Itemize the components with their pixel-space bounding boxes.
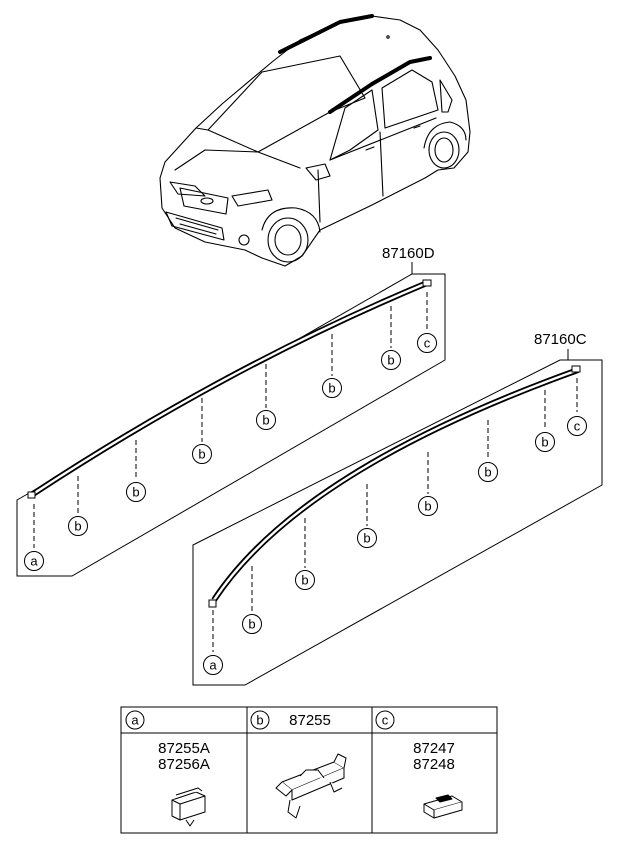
svg-text:a: a — [30, 554, 38, 569]
legend-table: a 87255A 87256A b 87255 — [120, 706, 498, 834]
legend-part-number: 87256A — [158, 756, 210, 773]
svg-text:b: b — [541, 435, 548, 450]
legend-column-b: b 87255 — [250, 710, 347, 819]
callout-b: b — [192, 444, 212, 464]
callout-b: b — [478, 462, 498, 482]
callout-b: b — [418, 496, 438, 516]
callout-b: b — [256, 410, 276, 430]
legend-key-c: c — [375, 710, 395, 730]
svg-text:b: b — [424, 499, 431, 514]
svg-text:b: b — [74, 519, 81, 534]
legend-part-number: 87255A — [158, 740, 210, 757]
clip-b-illustration — [275, 753, 347, 819]
callout-b: b — [68, 516, 88, 536]
callout-b: b — [295, 570, 315, 590]
legend-column-c: c 87247 87248 — [375, 710, 463, 819]
callout-c: c — [417, 333, 437, 353]
svg-text:b: b — [198, 447, 205, 462]
clip-a-illustration — [171, 787, 206, 827]
svg-text:b: b — [387, 353, 394, 368]
legend-part-number: 87248 — [413, 756, 455, 773]
callout-a: a — [24, 551, 44, 571]
svg-text:c: c — [574, 419, 581, 434]
svg-text:b: b — [328, 381, 335, 396]
callout-b: b — [381, 350, 401, 370]
legend-key-a: a — [125, 710, 145, 730]
part-number-87160C: 87160C — [534, 331, 587, 348]
svg-text:a: a — [131, 713, 139, 728]
svg-text:b: b — [132, 485, 139, 500]
svg-text:b: b — [484, 465, 491, 480]
callout-b: b — [242, 614, 262, 634]
svg-text:a: a — [209, 658, 217, 673]
legend-part-number: 87247 — [413, 740, 455, 757]
callout-b: b — [126, 482, 146, 502]
svg-text:c: c — [424, 336, 431, 351]
assembly-87160D: 87160D a b b b b b b c — [16, 245, 446, 577]
svg-text:b: b — [262, 413, 269, 428]
svg-text:b: b — [256, 713, 263, 728]
clip-c-illustration — [423, 794, 463, 819]
svg-text:b: b — [248, 617, 255, 632]
callout-b: b — [535, 432, 555, 452]
legend-part-number: 87255 — [289, 712, 331, 729]
callout-c: c — [567, 416, 587, 436]
svg-text:b: b — [363, 531, 370, 546]
part-number-87160D: 87160D — [382, 245, 435, 262]
car-illustration — [159, 14, 471, 267]
assembly-87160C: 87160C a b b b b b b c — [192, 331, 603, 686]
svg-text:b: b — [301, 573, 308, 588]
callout-a: a — [203, 655, 223, 675]
legend-key-b: b — [250, 710, 270, 730]
callout-b: b — [357, 528, 377, 548]
callout-b: b — [322, 378, 342, 398]
svg-text:c: c — [382, 713, 389, 728]
legend-column-a: a 87255A 87256A — [125, 710, 210, 827]
